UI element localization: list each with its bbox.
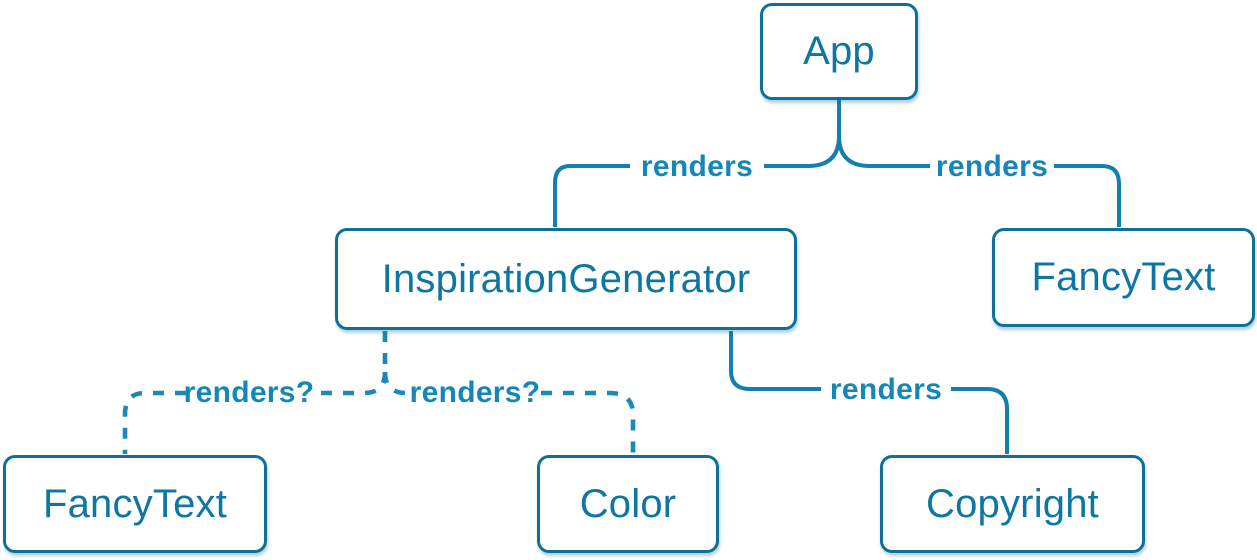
edge-inspiration-generator-to-color-segment-2: [541, 390, 636, 454]
node-app: App: [760, 3, 918, 100]
edge-app-to-fancy-text-segment-1: [837, 100, 930, 168]
edge-inspiration-generator-to-copyright-segment-2: [951, 387, 1009, 454]
edge-inspiration-generator-to-fancy-text-segment-2: [122, 390, 186, 454]
node-fancy-text-top: FancyText: [992, 228, 1255, 327]
edge-label-inspiration-generator-to-color: renders?: [409, 376, 541, 409]
node-inspiration-generator: InspirationGenerator: [335, 228, 797, 330]
edge-app-to-fancy-text-segment-2: [1054, 164, 1121, 227]
edge-label-app-to-fancy-text: renders: [935, 150, 1049, 183]
edge-inspiration-generator-to-fancy-text-segment-1: [311, 371, 388, 396]
edge-label-app-to-inspiration-generator: renders: [640, 150, 754, 183]
node-color: Color: [537, 455, 719, 553]
edge-inspiration-generator-to-copyright-segment-1: [729, 331, 821, 391]
edge-inspiration-generator-to-color-segment-1: [382, 371, 415, 396]
edge-app-to-inspiration-generator-segment-1: [764, 100, 841, 168]
node-copyright: Copyright: [880, 455, 1145, 553]
edge-app-to-inspiration-generator-segment-2: [553, 164, 630, 227]
edge-label-inspiration-generator-to-copyright: renders: [829, 373, 943, 406]
node-fancy-text-bottom: FancyText: [3, 455, 267, 553]
edge-label-inspiration-generator-to-fancy-text: renders?: [183, 376, 315, 409]
